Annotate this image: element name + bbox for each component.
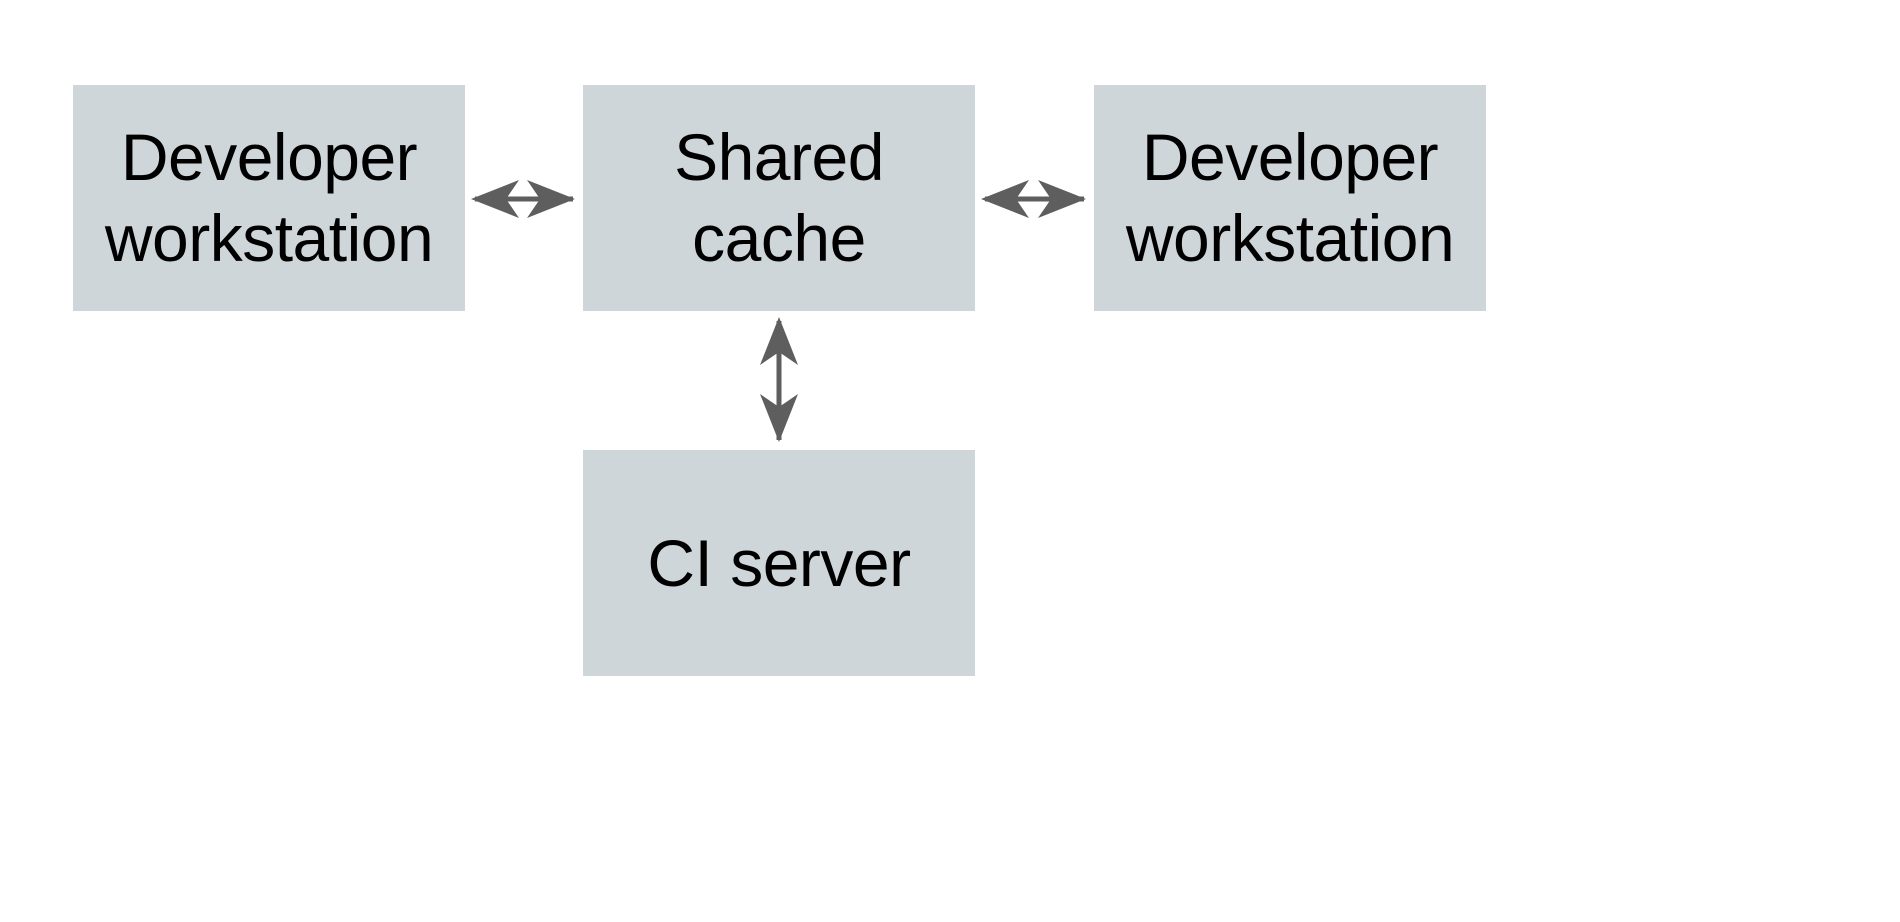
node-label: CI server (647, 525, 911, 600)
node-label: Developer workstation (104, 120, 434, 275)
node-label: Developer workstation (1125, 120, 1455, 275)
node-dev-workstation-right[interactable]: Developer workstation (1094, 85, 1486, 311)
node-shared-cache[interactable]: Shared cache (583, 85, 975, 311)
node-label: Shared cache (674, 120, 884, 275)
node-dev-workstation-left[interactable]: Developer workstation (73, 85, 465, 311)
node-ci-server[interactable]: CI server (583, 450, 975, 676)
